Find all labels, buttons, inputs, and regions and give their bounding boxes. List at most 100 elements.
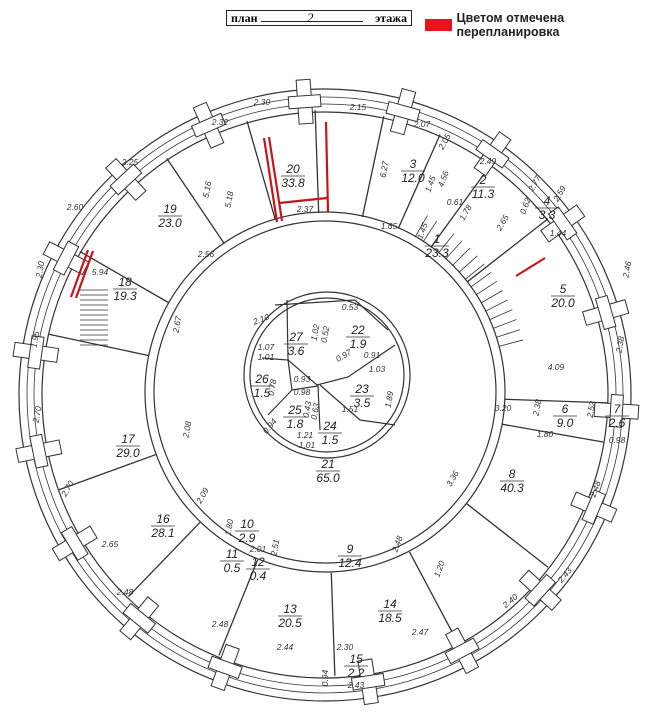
room-area: 9.0: [557, 416, 574, 430]
dimension-label: 1.07: [258, 342, 275, 352]
pylon: [444, 627, 480, 675]
room-label: 233.5: [350, 382, 374, 410]
dimension-label: 1.20: [432, 559, 447, 578]
dimension-label: 0.62: [518, 196, 533, 215]
dimension-label: 2.38: [531, 398, 544, 417]
dimension-label: 0.61: [447, 197, 464, 207]
core-partitions: [261, 299, 396, 431]
dimension-label: 0.43: [301, 400, 314, 418]
stair-step: [480, 290, 503, 304]
partition-wall: [79, 250, 170, 304]
dimension-label: 4.56: [436, 169, 451, 188]
dimension-label: 1.65: [381, 221, 398, 231]
room-number: 4: [544, 194, 551, 208]
room-number: 23: [354, 382, 369, 396]
room-label: 152.2: [344, 652, 368, 680]
room-number: 21: [320, 457, 334, 471]
room-area: 20.0: [550, 296, 575, 310]
dimension-label: 1.51: [342, 404, 359, 414]
core-wall: [243, 291, 411, 459]
partition-wall: [397, 134, 441, 229]
room-area: 12.4: [338, 556, 362, 570]
dimension-label: 2.07: [413, 119, 431, 129]
dimension-label: 5.94: [92, 267, 109, 277]
legend-swatch: [425, 19, 452, 31]
pylon: [119, 596, 160, 641]
room-number: 2: [479, 173, 487, 187]
room-number: 9: [347, 542, 354, 556]
pylon: [15, 433, 63, 469]
dimension-label: 2.65: [493, 213, 511, 233]
room-number: 7: [614, 402, 622, 416]
dimension-label: 0.98: [294, 387, 311, 397]
dimension-label: 0.78: [266, 378, 279, 396]
dimension-label: 1.01: [299, 440, 316, 450]
dimension-label: 2.52: [585, 400, 598, 419]
room-label: 211.3: [471, 173, 495, 201]
corridor-wall: [144, 211, 506, 573]
room-area: 2.9: [238, 531, 256, 545]
dimension-label: 5.16: [201, 180, 214, 198]
corridor-wall: [153, 220, 497, 564]
room-number: 18: [118, 275, 132, 289]
room-area: 33.8: [281, 176, 305, 190]
dimension-label: 0.63: [309, 402, 322, 420]
room-label: 312.0: [401, 157, 425, 185]
dimension-label: 1.45: [415, 221, 430, 240]
stair-step: [485, 299, 508, 312]
stair-step: [422, 220, 437, 243]
room-label: 123.3: [424, 232, 449, 260]
room-area: 11.3: [472, 187, 495, 201]
dimension-label: 2.43: [347, 680, 365, 690]
room-label: 72.6: [605, 402, 629, 430]
room-area: 65.0: [316, 471, 340, 485]
room-label: 69.0: [553, 402, 577, 430]
room-number: 20: [285, 162, 300, 176]
room-number: 25: [287, 403, 302, 417]
legend: Цветом отмечена перепланировка: [425, 11, 667, 39]
dimension-label: 2.65: [101, 539, 119, 549]
room-label: 221.9: [346, 323, 370, 351]
dimension-label: 1.02: [309, 323, 322, 341]
replanned-wall: [74, 250, 95, 299]
stair-step: [498, 339, 524, 347]
pylon: [518, 569, 562, 612]
pylon: [570, 489, 618, 525]
dimension-label: 2.25: [121, 157, 139, 167]
dimension-label: 2.01: [249, 544, 267, 554]
room-label: 261.5: [250, 372, 274, 400]
pylon: [105, 157, 147, 202]
floor-title-box: план 2 этажа: [226, 10, 412, 26]
stair-step: [489, 309, 513, 321]
dimension-label: 2.40: [500, 591, 520, 610]
room-number: 3: [410, 157, 417, 171]
replanned-wall: [515, 257, 546, 277]
room-number: 10: [240, 517, 254, 531]
dimension-label: 2.67: [171, 315, 184, 334]
dimension-label: 2.60: [66, 202, 84, 212]
dimension-label: 2.30: [34, 260, 47, 279]
stair-step: [451, 247, 471, 267]
dimension-label: 2.48: [116, 587, 134, 597]
partition-wall: [361, 116, 385, 218]
underline: [261, 21, 363, 22]
partition-wall: [246, 120, 277, 221]
partition-wall: [466, 218, 549, 283]
dimension-label: 2.38: [614, 335, 627, 354]
replanned-wall: [69, 249, 90, 298]
stairs: [80, 215, 524, 347]
room-area: 40.3: [500, 481, 524, 495]
legend-label: Цветом отмечена перепланировка: [456, 11, 565, 39]
floor-label: этажа: [375, 11, 407, 25]
core-wall-line: [319, 384, 396, 426]
dimension-label: 0.52: [319, 325, 332, 343]
dimension-label: 3.36: [444, 469, 461, 489]
dimension-label: 2.59: [550, 184, 568, 204]
dimension-label: 2.47: [411, 627, 429, 637]
room-area: 1.9: [350, 337, 367, 351]
pylons: [12, 78, 640, 706]
room-number: 8: [509, 467, 516, 481]
dimension-label: 0.53: [342, 302, 359, 312]
room-area: 2.6: [608, 416, 626, 430]
